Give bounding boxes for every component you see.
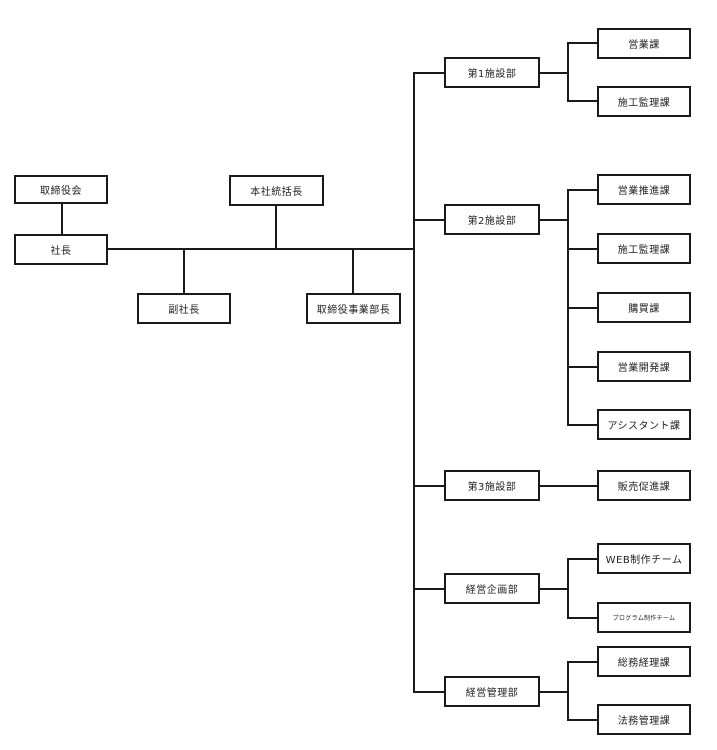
connector-line [183,249,185,294]
connector-line [568,617,598,619]
connector-line [567,558,569,619]
node-dept2-purchasing: 購買課 [597,292,691,323]
connector-line [539,691,568,693]
connector-line [568,189,598,191]
node-hq-director: 本社統括長 [229,175,324,206]
connector-line [414,691,445,693]
node-dept2-assistant: アシスタント課 [597,409,691,440]
node-president: 社長 [14,234,108,265]
node-vice-president: 副社長 [137,293,231,324]
node-dept1-sales: 営業課 [597,28,691,59]
connector-line [352,249,354,294]
connector-line [568,307,598,309]
node-board: 取締役会 [14,175,108,204]
connector-line [568,719,598,721]
connector-line [414,485,445,487]
connector-line [567,42,569,102]
node-management: 経営管理部 [444,676,540,707]
node-director-division-head: 取締役事業部長 [306,293,401,324]
connector-line [568,248,598,250]
connector-line [568,661,598,663]
node-dept2: 第2施設部 [444,204,540,235]
connector-line [414,588,445,590]
connector-line [539,588,568,590]
connector-line [539,219,568,221]
node-dept3-sales-promotion: 販売促進課 [597,470,691,501]
connector-line [568,366,598,368]
connector-line [568,424,598,426]
connector-line [61,202,63,236]
connector-line [568,558,598,560]
node-dept3: 第3施設部 [444,470,540,501]
node-dept1-supervision: 施工監理課 [597,86,691,117]
node-dept2-supervision: 施工監理課 [597,233,691,264]
connector-line [414,219,445,221]
node-planning: 経営企画部 [444,573,540,604]
connector-line [275,205,277,249]
connector-line [568,100,598,102]
node-planning-program-team: プログラム制作チーム [597,602,691,633]
connector-line [539,72,568,74]
node-planning-web-team: WEB制作チーム [597,543,691,574]
connector-line [107,248,415,250]
connector-line [568,42,598,44]
connector-line [414,72,445,74]
connector-line [413,72,415,693]
node-dept2-sales-development: 営業開発課 [597,351,691,382]
connector-line [567,661,569,721]
connector-line [539,485,598,487]
node-dept1: 第1施設部 [444,57,540,88]
node-management-general-accounting: 総務経理課 [597,646,691,677]
node-dept2-sales-promotion: 営業推進課 [597,174,691,205]
node-management-legal: 法務管理課 [597,704,691,735]
